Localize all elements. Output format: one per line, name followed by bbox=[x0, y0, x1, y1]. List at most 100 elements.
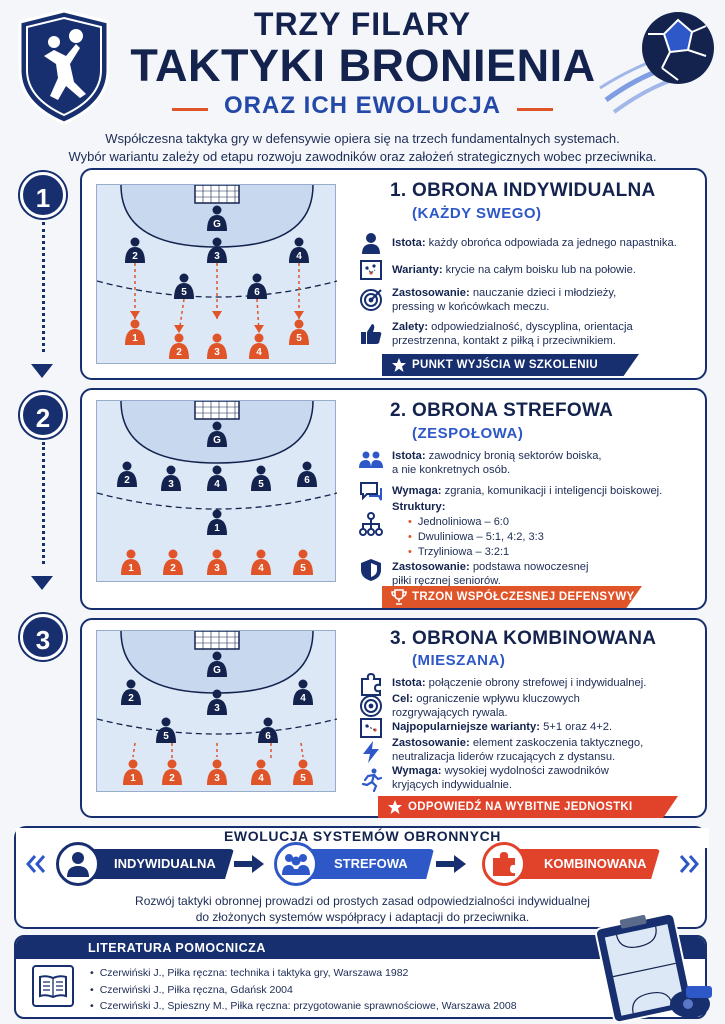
item-text: element zaskoczenia taktycznego, bbox=[472, 737, 644, 749]
item-text: odpowiedzialność, dyscyplina, orientacja bbox=[431, 321, 633, 333]
puzzle-icon bbox=[493, 852, 515, 876]
runner-icon bbox=[361, 768, 383, 792]
banner-text: ODPOWIEDŹ NA WYBITNE JEDNOSTKI PRZECIWNI… bbox=[408, 801, 633, 813]
section-3-title: 3. OBRONA KOMBINOWANA bbox=[390, 628, 657, 649]
item-text: zawodnicy bronią sektorów boiska, bbox=[428, 450, 602, 462]
section-1-item-4: Zalety: odpowiedzialność, dyscyplina, or… bbox=[392, 320, 702, 348]
item-text: przestrzenna, kontakt z piłką i przeciwn… bbox=[392, 335, 616, 347]
court-diagram-3: G 2 3 4 5 6 1 2 3 4 5 bbox=[96, 630, 338, 792]
attacker-2: 2 bbox=[163, 549, 183, 575]
court-icon bbox=[360, 260, 382, 280]
attacker-3: 3 bbox=[207, 333, 227, 359]
defender-6: 6 bbox=[297, 461, 317, 487]
item-label: Zastosowanie: bbox=[392, 287, 470, 299]
attacker-3: 3 bbox=[207, 759, 227, 785]
structure-1: Jednoliniowa – 6:0 bbox=[408, 515, 509, 529]
item-label: Zastosowanie: bbox=[392, 561, 470, 573]
attacker-1: 1 bbox=[125, 319, 145, 345]
defender-3: 3 bbox=[161, 465, 181, 491]
defender-label: 5 bbox=[163, 731, 169, 742]
section-2-item-3: Struktury: bbox=[392, 500, 702, 514]
chat-icon bbox=[360, 482, 382, 501]
literature-item-3: Czerwiński J., Spieszny M., Piłka ręczna… bbox=[90, 1000, 517, 1012]
item-text: neutralizacja liderów rzucających z dyst… bbox=[392, 751, 616, 763]
item-label: Zastosowanie: bbox=[392, 737, 470, 749]
defender-label: 4 bbox=[296, 251, 302, 262]
court-diagram-1: G 2 3 4 5 6 1 2 3 4 5 bbox=[96, 184, 338, 364]
literature-title: LITERATURA POMOCNICZA bbox=[16, 937, 705, 959]
court-diagram-2: G 2 3 4 5 6 1 1 2 3 4 5 bbox=[96, 400, 338, 582]
item-text: ograniczenie wpływu kluczowych bbox=[416, 693, 580, 705]
title-line-2: TAKTYKI BRONIENIA bbox=[130, 40, 596, 91]
defender-4: 4 bbox=[207, 465, 227, 491]
item-text: podstawa nowoczesnej bbox=[472, 561, 589, 573]
defender-label: 2 bbox=[132, 251, 138, 262]
stage-combined-badge bbox=[482, 842, 526, 886]
timeline-dots-2 bbox=[42, 442, 45, 564]
defender-label: 3 bbox=[214, 251, 220, 262]
item-text: piłki ręcznej seniorów. bbox=[392, 575, 501, 587]
item-label: Warianty: bbox=[392, 264, 443, 276]
attacker-4: 4 bbox=[251, 549, 271, 575]
book-icon bbox=[32, 965, 74, 1007]
step-number-2: 2 bbox=[20, 392, 66, 438]
item-label: Istota: bbox=[392, 450, 426, 462]
item-label: Wymaga: bbox=[392, 765, 442, 777]
item-label: Struktury: bbox=[392, 501, 446, 513]
item-label: Zalety: bbox=[392, 321, 429, 333]
goalkeeper-icon: G bbox=[207, 205, 227, 231]
structure-2: Dwuliniowa – 5:1, 4:2, 3:3 bbox=[408, 530, 544, 544]
item-text: zgrania, komunikacji i inteligencji bois… bbox=[444, 485, 663, 497]
attacker-label: 2 bbox=[170, 563, 176, 574]
evolution-panel: EWOLUCJA SYSTEMÓW OBRONNYCH INDYWIDUALNA… bbox=[14, 826, 709, 929]
defender-label: 4 bbox=[300, 693, 306, 704]
section-2-item-4: Zastosowanie: podstawa nowoczesnej piłki … bbox=[392, 560, 702, 588]
step-number-1: 1 bbox=[20, 172, 66, 218]
literature-panel: LITERATURA POMOCNICZA Czerwiński J., Pił… bbox=[14, 935, 707, 1019]
defender-4: 4 bbox=[293, 679, 313, 705]
handball-ball-icon bbox=[599, 12, 714, 114]
attacker-1: 1 bbox=[123, 759, 143, 785]
section-1-item-1: Istota: każdy obrońca odpowiada za jedne… bbox=[392, 236, 702, 250]
item-text: połączenie obrony strefowej i indywidual… bbox=[428, 677, 647, 689]
attacker-label: 1 bbox=[130, 773, 136, 784]
section-3-item-4: Zastosowanie: element zaskoczenia taktyc… bbox=[392, 736, 712, 764]
structure-3: Trzyliniowa – 3:2:1 bbox=[408, 545, 509, 559]
attacker-label: 2 bbox=[176, 347, 182, 358]
item-text: 5+1 oraz 4+2. bbox=[543, 721, 613, 733]
defender-5: 5 bbox=[251, 465, 271, 491]
section-3-banner: ODPOWIEDŹ NA WYBITNE JEDNOSTKI PRZECIWNI… bbox=[378, 796, 678, 818]
defender-2: 2 bbox=[121, 679, 141, 705]
section-individual-defense: G 2 3 4 5 6 1 2 3 4 5 1. OBRONA INDYWIDU… bbox=[80, 168, 707, 380]
lightning-icon bbox=[363, 741, 379, 763]
attacker-label: 3 bbox=[214, 773, 220, 784]
goalkeeper-icon: G bbox=[207, 421, 227, 447]
subtitle-line-left bbox=[172, 108, 208, 111]
structure-icon bbox=[359, 512, 383, 536]
literature-item-2: Czerwiński J., Piłka ręczna, Gdańsk 2004 bbox=[90, 984, 293, 996]
attacker-label: 5 bbox=[300, 773, 306, 784]
intro-line-2: Wybór wariantu zależy od etapu rozwoju z… bbox=[68, 149, 657, 164]
item-text: każdy obrońca odpowiada za jednego napas… bbox=[428, 237, 677, 249]
item-text: wysokiej wydolności zawodników bbox=[444, 765, 609, 777]
evolution-text-line-2: do złożonych systemów współpracy i adapt… bbox=[195, 910, 530, 924]
defender-2: 2 bbox=[125, 237, 145, 263]
item-text: rozgrywających rywala. bbox=[392, 707, 508, 719]
court-icon bbox=[360, 718, 382, 738]
person-icon bbox=[362, 233, 380, 254]
evolution-title-bg bbox=[16, 828, 709, 848]
tactics-board-icon bbox=[595, 912, 712, 1022]
defender-2: 2 bbox=[117, 461, 137, 487]
timeline-dots-1 bbox=[42, 222, 45, 352]
section-3-item-3: Najpopularniejsze warianty: 5+1 oraz 4+2… bbox=[392, 720, 702, 734]
defender-label: 2 bbox=[124, 475, 130, 486]
goalkeeper-label: G bbox=[213, 219, 221, 230]
evolution-text-line-1: Rozwój taktyki obronnej prowadzi od pros… bbox=[135, 894, 590, 908]
attacker-label: 3 bbox=[214, 563, 220, 574]
section-2-title: 2. OBRONA STREFOWA bbox=[390, 400, 614, 421]
defender-label: 1 bbox=[214, 523, 220, 534]
attacker-4: 4 bbox=[249, 333, 269, 359]
section-2-item-2: Wymaga: zgrania, komunikacji i inteligen… bbox=[392, 484, 712, 498]
section-3-subtitle: (MIESZANA) bbox=[412, 652, 506, 669]
